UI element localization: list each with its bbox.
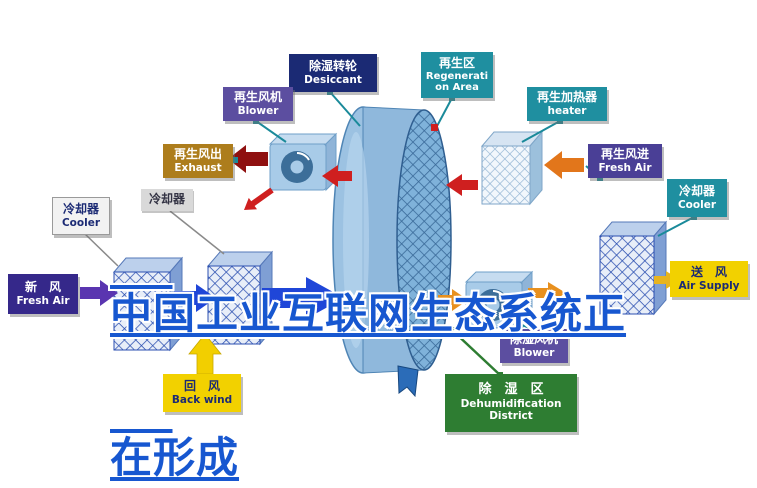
label-en: heater — [547, 104, 587, 117]
label-zh: 再生风机 — [233, 90, 282, 105]
label-regen-heater: 再生加热器 heater — [527, 87, 607, 121]
label-en: Back wind — [171, 393, 233, 406]
label-regen-blower: 再生风机 Blower — [223, 87, 293, 121]
label-cooler-left: 冷却器 Cooler — [52, 197, 110, 235]
label-zh: 除 湿 区 — [478, 382, 544, 398]
label-en: Dehumidification — [460, 398, 562, 411]
label-en: on Area — [435, 81, 479, 93]
label-cooler-small: 冷却器 — [141, 189, 193, 211]
label-en: Fresh Air — [598, 161, 652, 174]
label-zh: 除湿风机 — [509, 332, 558, 347]
process-air-arrow-2 — [262, 277, 344, 319]
label-exhaust: 再生风出 Exhaust — [163, 144, 233, 178]
desiccant-wheel-graphic — [332, 106, 452, 398]
dehumid-blower-graphic — [464, 270, 534, 330]
label-zh: 新 风 — [24, 280, 61, 295]
label-zh: 再生加热器 — [536, 90, 597, 105]
label-en: Desiccant — [304, 73, 362, 86]
watermark-text: 中国工业互联网生态系统正 在形成 — [110, 194, 626, 488]
flow-arrows — [80, 145, 680, 375]
label-zh: 冷却器 — [148, 192, 185, 207]
label-dehumidification-district: 除 湿 区 Dehumidification District — [445, 374, 577, 432]
label-regeneration-area: 再生区 Regenerati on Area — [421, 52, 493, 98]
label-zh: 送 风 — [690, 265, 727, 280]
label-desiccant-wheel: 除湿转轮 Desiccant — [289, 54, 377, 92]
watermark-line-1: 中国工业互联网生态系统正 — [110, 289, 627, 338]
heater-to-wheel-arrow — [446, 174, 478, 196]
label-en: Exhaust — [174, 161, 222, 174]
label-back-wind: 回 风 Back wind — [163, 374, 241, 412]
blower-to-cooler-arrow — [528, 282, 566, 304]
label-en: Blower — [513, 346, 555, 359]
precooler-coil-graphic — [112, 256, 184, 352]
label-zh: 回 风 — [183, 379, 220, 394]
heater-graphic — [480, 130, 544, 206]
regen-in-arrow — [544, 151, 584, 179]
return-air-arrow — [188, 333, 222, 375]
label-air-supply: 送 风 Air Supply — [670, 261, 748, 297]
label-dehumid-blower: 除湿风机 Blower — [500, 329, 568, 363]
label-en: Air Supply — [678, 279, 740, 292]
cooler-coil-graphic-right — [598, 220, 668, 316]
label-zh: 再生区 — [438, 56, 475, 71]
label-cooler-right: 冷却器 Cooler — [667, 179, 727, 217]
label-en: District — [489, 410, 533, 423]
label-en: Fresh Air — [16, 294, 70, 307]
regen-out-arrow — [322, 165, 352, 187]
label-en: Blower — [237, 104, 279, 117]
blower-down-arrow — [244, 187, 274, 210]
process-air-arrow-1 — [174, 284, 216, 312]
label-en: Cooler — [61, 216, 101, 229]
watermark-line-2: 在形成 — [110, 433, 240, 482]
label-zh: 冷却器 — [678, 184, 715, 199]
label-en: Regenerati — [425, 70, 489, 82]
wheel-to-blower-arrow — [438, 289, 468, 311]
regen-blower-graphic — [268, 132, 338, 192]
exhaust-arrow — [228, 145, 268, 173]
label-regen-fresh-air: 再生风进 Fresh Air — [588, 144, 662, 178]
label-zh: 除湿转轮 — [308, 59, 357, 74]
label-fresh-air: 新 风 Fresh Air — [8, 274, 78, 314]
fresh-air-arrow — [80, 280, 118, 306]
label-zh: 再生风进 — [600, 147, 649, 162]
supply-air-arrow — [654, 271, 680, 289]
label-en: Cooler — [677, 198, 717, 211]
label-zh: 冷却器 — [62, 202, 99, 217]
wheel-ribbon — [397, 365, 419, 398]
label-zh: 再生风出 — [173, 147, 222, 162]
